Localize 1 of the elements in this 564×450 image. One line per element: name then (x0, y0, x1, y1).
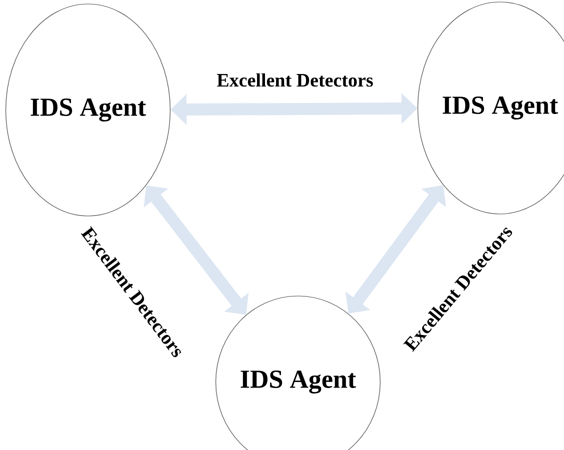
edge-label: Excellent Detectors (217, 73, 373, 87)
